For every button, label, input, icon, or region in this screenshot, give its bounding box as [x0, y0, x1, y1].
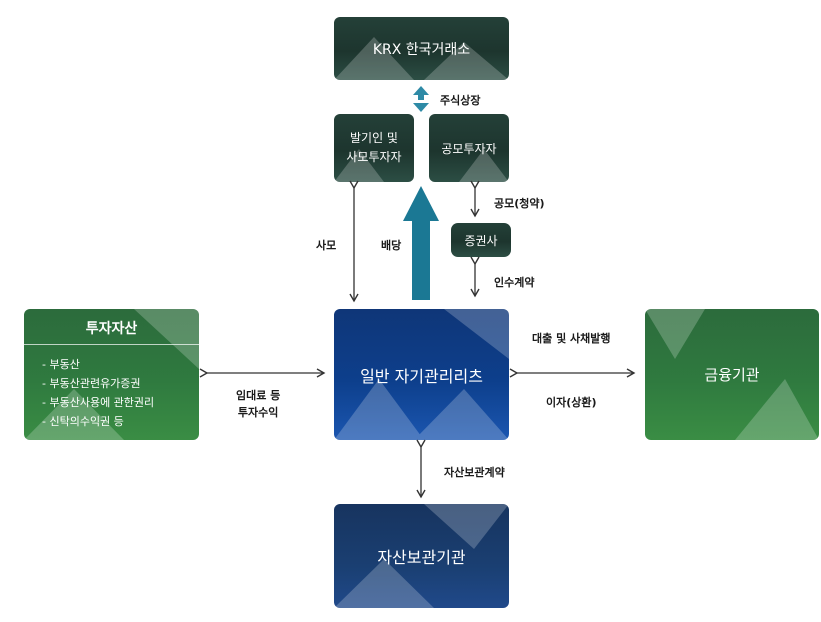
custody-label: 자산보관계약 [444, 466, 505, 479]
texture-pattern [334, 37, 509, 80]
interest-label: 이자(상환) [546, 396, 597, 409]
issuer-node: 발기인 및 사모투자자 [334, 114, 414, 182]
list-item: - 부동산 [42, 358, 80, 371]
financial-institution-label: 금융기관 [704, 366, 760, 384]
issuer-label-line2: 사모투자자 [346, 150, 402, 164]
list-item: - 신탁의수익권 등 [42, 415, 124, 428]
lease-label-line1: 임대료 등 [236, 389, 281, 402]
public-investors-node: 공모투자자 [429, 114, 509, 182]
private-placement-label: 사모 [316, 239, 337, 252]
lease-label: 임대료 등 투자수익 [236, 387, 280, 421]
investment-assets-node: 투자자산 - 부동산 - 부동산관련유가증권 - 부동산사용에 관한권리 - 신… [24, 309, 199, 440]
dividend-label: 배당 [381, 239, 402, 252]
listing-double-arrow [413, 86, 429, 112]
custodian-label: 자산보관기관 [377, 548, 466, 567]
texture-pattern [24, 309, 199, 440]
list-item: - 부동산사용에 관한권리 [42, 396, 155, 409]
investment-assets-title: 투자자산 [24, 309, 199, 345]
underwriting-label: 인수계약 [494, 276, 535, 289]
listing-label: 주식상장 [440, 94, 481, 107]
investment-assets-list: - 부동산 - 부동산관련유가증권 - 부동산사용에 관한권리 - 신탁의수익권… [24, 351, 199, 431]
list-item: - 부동산관련유가증권 [42, 377, 141, 390]
loan-label: 대출 및 사채발행 [532, 332, 611, 345]
texture-pattern [334, 149, 384, 182]
public-investors-label: 공모투자자 [441, 141, 497, 156]
texture-pattern [334, 504, 509, 608]
texture-pattern [645, 309, 819, 440]
custodian-node: 자산보관기관 [334, 504, 509, 608]
broker-node: 증권사 [451, 223, 511, 257]
reit-main-node: 일반 자기관리리츠 [334, 309, 509, 440]
krx-exchange-node: KRX 한국거래소 [334, 17, 509, 80]
issuer-label-line1: 발기인 및 [350, 131, 398, 145]
lease-label-line2: 투자수익 [237, 406, 279, 419]
public-offering-label: 공모(청약) [494, 197, 545, 210]
financial-institution-node: 금융기관 [645, 309, 819, 440]
krx-label: KRX 한국거래소 [372, 41, 471, 58]
texture-pattern [459, 149, 509, 182]
reit-main-label: 일반 자기관리리츠 [360, 366, 483, 386]
dividend-arrow [403, 186, 439, 300]
broker-label: 증권사 [464, 233, 498, 248]
texture-pattern [334, 309, 509, 440]
